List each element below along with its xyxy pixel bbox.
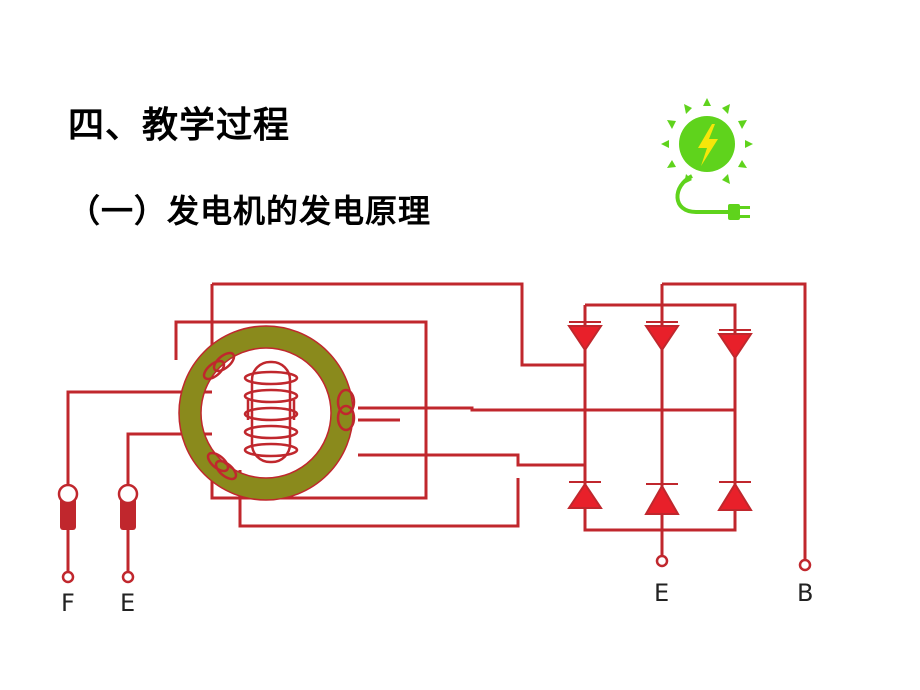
lightning-bolt-icon bbox=[698, 124, 718, 166]
diode bbox=[567, 481, 603, 509]
diode bbox=[717, 329, 753, 360]
terminal-label-f: F bbox=[61, 589, 75, 617]
energy-sun-plug-icon bbox=[661, 98, 753, 220]
plug-icon bbox=[728, 204, 740, 220]
wiring bbox=[66, 282, 807, 572]
rotor bbox=[243, 360, 299, 464]
diode bbox=[644, 321, 680, 352]
stator-windings bbox=[202, 351, 356, 481]
diode bbox=[717, 481, 753, 511]
brush-connectors bbox=[57, 483, 139, 530]
slide-subtitle: （一）发电机的发电原理 bbox=[68, 192, 432, 230]
terminal-label-b: B bbox=[797, 579, 813, 607]
diode-bridge bbox=[567, 321, 753, 515]
terminal-label-e-right: E bbox=[654, 579, 669, 607]
sun-rays bbox=[661, 98, 753, 184]
terminal-e-left bbox=[121, 570, 135, 584]
slide-title: 四、教学过程 bbox=[68, 105, 291, 146]
terminal-b bbox=[798, 558, 812, 572]
terminal-e-right bbox=[655, 554, 669, 568]
diode bbox=[567, 321, 603, 352]
diode bbox=[644, 483, 680, 515]
terminal-f bbox=[61, 570, 75, 584]
terminal-label-e-left: E bbox=[120, 589, 135, 617]
cable-icon bbox=[675, 174, 728, 214]
terminals bbox=[61, 554, 812, 584]
